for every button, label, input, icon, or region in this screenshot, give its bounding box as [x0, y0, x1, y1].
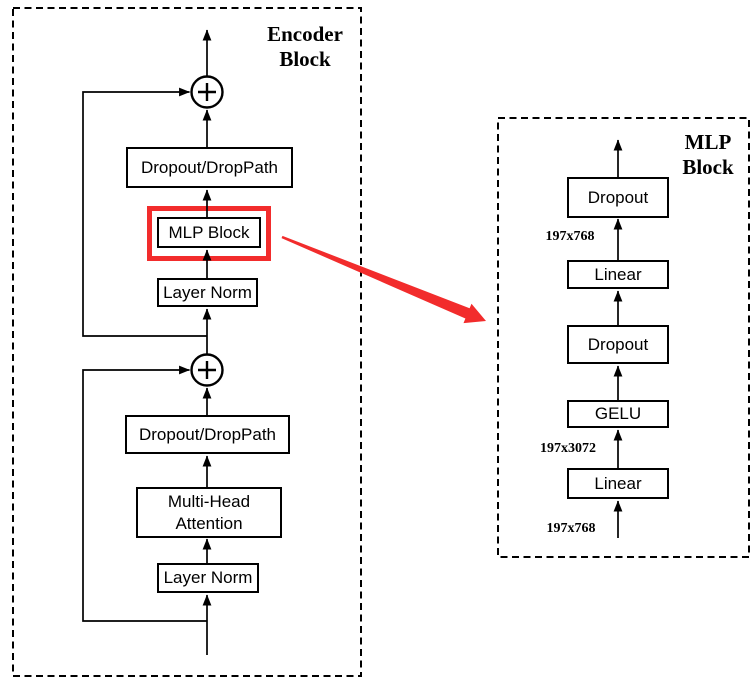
- node-dropout-upper: Dropout: [567, 177, 669, 218]
- zoom-out-arrow-icon: [281, 235, 486, 324]
- mlp-block-title: MLP Block: [682, 130, 734, 179]
- node-gelu: GELU: [567, 400, 669, 428]
- node-layer-norm-lower: Layer Norm: [157, 563, 259, 593]
- add-icon: [190, 353, 224, 387]
- residual-skip-connection-upper: [82, 87, 207, 337]
- dim-label-197x768-input: 197x768: [546, 521, 596, 536]
- node-dropout-droppath-lower: Dropout/DropPath: [125, 415, 290, 454]
- node-linear-lower: Linear: [567, 468, 669, 499]
- encoder-block-title: Encoder Block: [267, 22, 343, 71]
- residual-skip-connection-lower: [82, 365, 207, 622]
- node-layer-norm-upper: Layer Norm: [157, 278, 258, 307]
- add-icon: [190, 75, 224, 109]
- dim-label-197x768-upper: 197x768: [545, 229, 595, 244]
- node-multi-head-attention: Multi-Head Attention: [136, 487, 282, 538]
- node-linear-upper: Linear: [567, 260, 669, 289]
- encoder-block-dashed-border: [12, 7, 362, 677]
- node-dropout-lower: Dropout: [567, 325, 669, 364]
- node-mlp-block: MLP Block: [157, 217, 261, 248]
- node-dropout-droppath-upper: Dropout/DropPath: [126, 147, 293, 188]
- dim-label-197x3072: 197x3072: [540, 441, 596, 456]
